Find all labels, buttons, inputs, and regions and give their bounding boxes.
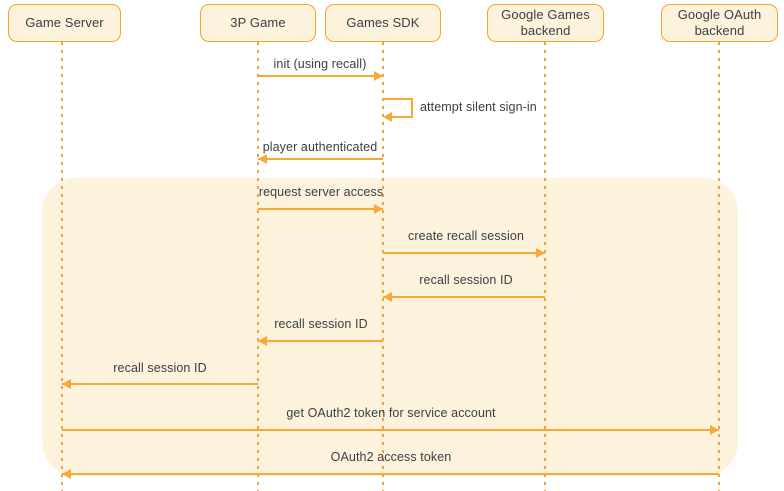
participant-game-server[interactable]: Game Server — [8, 4, 121, 42]
participant-label: Game Server — [25, 15, 104, 30]
message-line-recall-session-id-3 — [62, 383, 258, 385]
lifeline-games-sdk — [382, 42, 384, 491]
message-label-get-oauth2-token: get OAuth2 token for service account — [286, 406, 496, 420]
message-line-create-recall-session — [383, 252, 545, 254]
message-label-recall-session-id-2: recall session ID — [274, 317, 368, 331]
message-line-recall-session-id-1 — [383, 296, 545, 298]
lifeline-google-games — [544, 42, 546, 491]
lifeline-3p-game — [257, 42, 259, 491]
arrowhead-init-using-recall — [374, 71, 383, 81]
arrowhead-oauth2-access-token — [62, 469, 71, 479]
message-line-init-using-recall — [258, 75, 383, 77]
message-label-init-using-recall: init (using recall) — [273, 57, 367, 71]
message-label-recall-session-id-1: recall session ID — [419, 273, 513, 287]
participant-google-games[interactable]: Google Games backend — [487, 4, 604, 42]
participant-label: Google Games backend — [501, 7, 590, 38]
message-line-player-authenticated — [258, 158, 383, 160]
message-line-request-server-access — [258, 208, 383, 210]
arrowhead-attempt-silent-sign-in — [383, 112, 392, 122]
arrowhead-player-authenticated — [258, 154, 267, 164]
message-line-get-oauth2-token — [62, 429, 719, 431]
message-label-recall-session-id-3: recall session ID — [113, 361, 207, 375]
arrowhead-recall-session-id-3 — [62, 379, 71, 389]
arrowhead-recall-session-id-1 — [383, 292, 392, 302]
participant-games-sdk[interactable]: Games SDK — [325, 4, 441, 42]
message-label-player-authenticated: player authenticated — [262, 140, 378, 154]
message-label-request-server-access: request server access — [258, 185, 384, 199]
arrowhead-request-server-access — [374, 204, 383, 214]
message-line-recall-session-id-2 — [258, 340, 383, 342]
message-label-oauth2-access-token: OAuth2 access token — [330, 450, 452, 464]
message-label-attempt-silent-sign-in: attempt silent sign-in — [420, 100, 537, 114]
participant-3p-game[interactable]: 3P Game — [200, 4, 316, 42]
participant-label: Games SDK — [346, 15, 420, 30]
arrowhead-recall-session-id-2 — [258, 336, 267, 346]
self-message-bottom-attempt-silent-sign-in — [390, 116, 413, 118]
message-label-create-recall-session: create recall session — [407, 229, 525, 243]
lifeline-google-oauth — [718, 42, 720, 491]
participant-label: 3P Game — [230, 15, 286, 30]
self-message-side-attempt-silent-sign-in — [411, 98, 413, 118]
self-message-top-attempt-silent-sign-in — [383, 98, 413, 100]
message-line-oauth2-access-token — [62, 473, 719, 475]
participant-label: Google OAuth backend — [677, 7, 762, 38]
arrowhead-get-oauth2-token — [710, 425, 719, 435]
highlight-region — [42, 178, 738, 476]
participant-google-oauth[interactable]: Google OAuth backend — [661, 4, 778, 42]
lifeline-game-server — [61, 42, 63, 491]
arrowhead-create-recall-session — [536, 248, 545, 258]
